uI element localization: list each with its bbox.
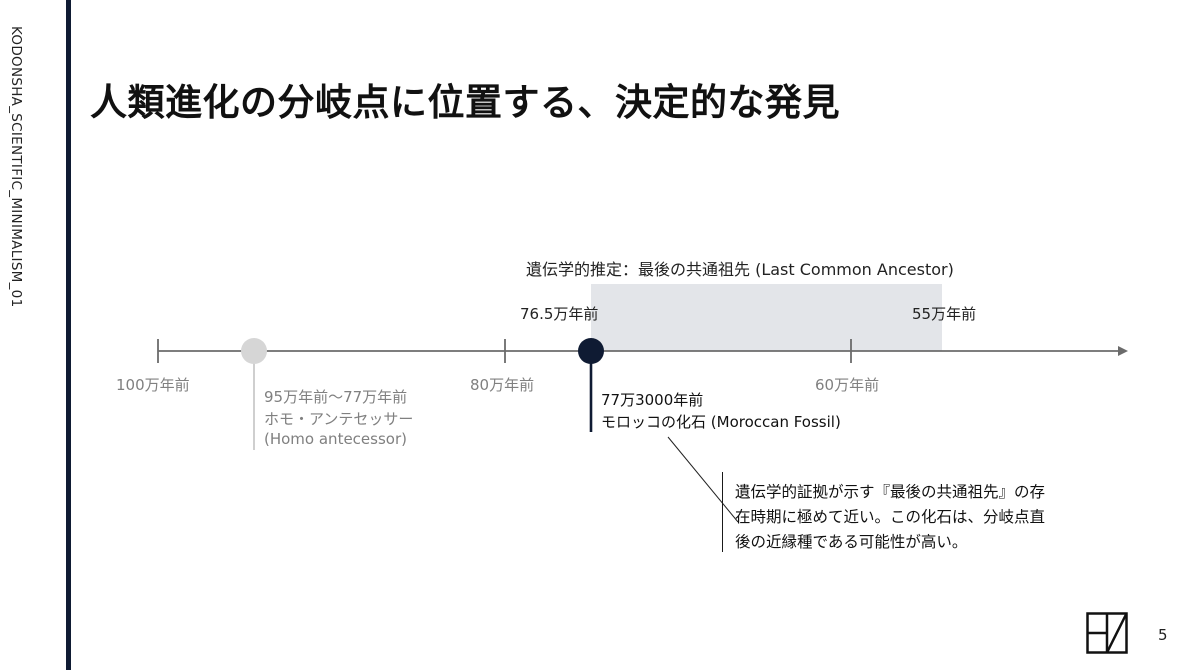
note-line-2: 在時期に極めて近い。この化石は、分岐点直 (735, 508, 1046, 526)
note-line-1: 遺伝学的証拠が示す『最後の共通祖先』の存 (735, 483, 1046, 501)
tick-label-60: 60万年前 (815, 376, 880, 394)
range-end-label: 55万年前 (912, 305, 977, 323)
callout-connector (667, 436, 739, 523)
timeline-arrowhead (1118, 346, 1128, 356)
antecessor-marker (241, 338, 267, 364)
antecessor-name-en: (Homo antecessor) (264, 430, 407, 448)
moroccan-marker (578, 338, 604, 364)
callout-note: 遺伝学的証拠が示す『最後の共通祖先』の存 在時期に極めて近い。この化石は、分岐点… (722, 472, 1090, 552)
lca-range-box (591, 284, 942, 351)
page-title: 人類進化の分岐点に位置する、決定的な発見 (90, 80, 840, 124)
note-line-3: 後の近縁種である可能性が高い。 (735, 533, 968, 551)
moroccan-date: 77万3000年前 (601, 391, 704, 409)
antecessor-name-ja: ホモ・アンテセッサー (264, 410, 414, 428)
lca-range-caption: 遺伝学的推定：最後の共通祖先 (Last Common Ancestor) (526, 260, 954, 279)
antecessor-date: 95万年前〜77万年前 (264, 388, 408, 406)
moroccan-name: モロッコの化石 (Moroccan Fossil) (601, 413, 841, 431)
tick-label-100: 100万年前 (116, 376, 190, 394)
brand-logo-icon (1086, 612, 1128, 654)
range-start-label: 76.5万年前 (520, 305, 599, 323)
tick-label-80: 80万年前 (470, 376, 535, 394)
page-number: 5 (1158, 626, 1168, 644)
side-rule (66, 0, 71, 670)
